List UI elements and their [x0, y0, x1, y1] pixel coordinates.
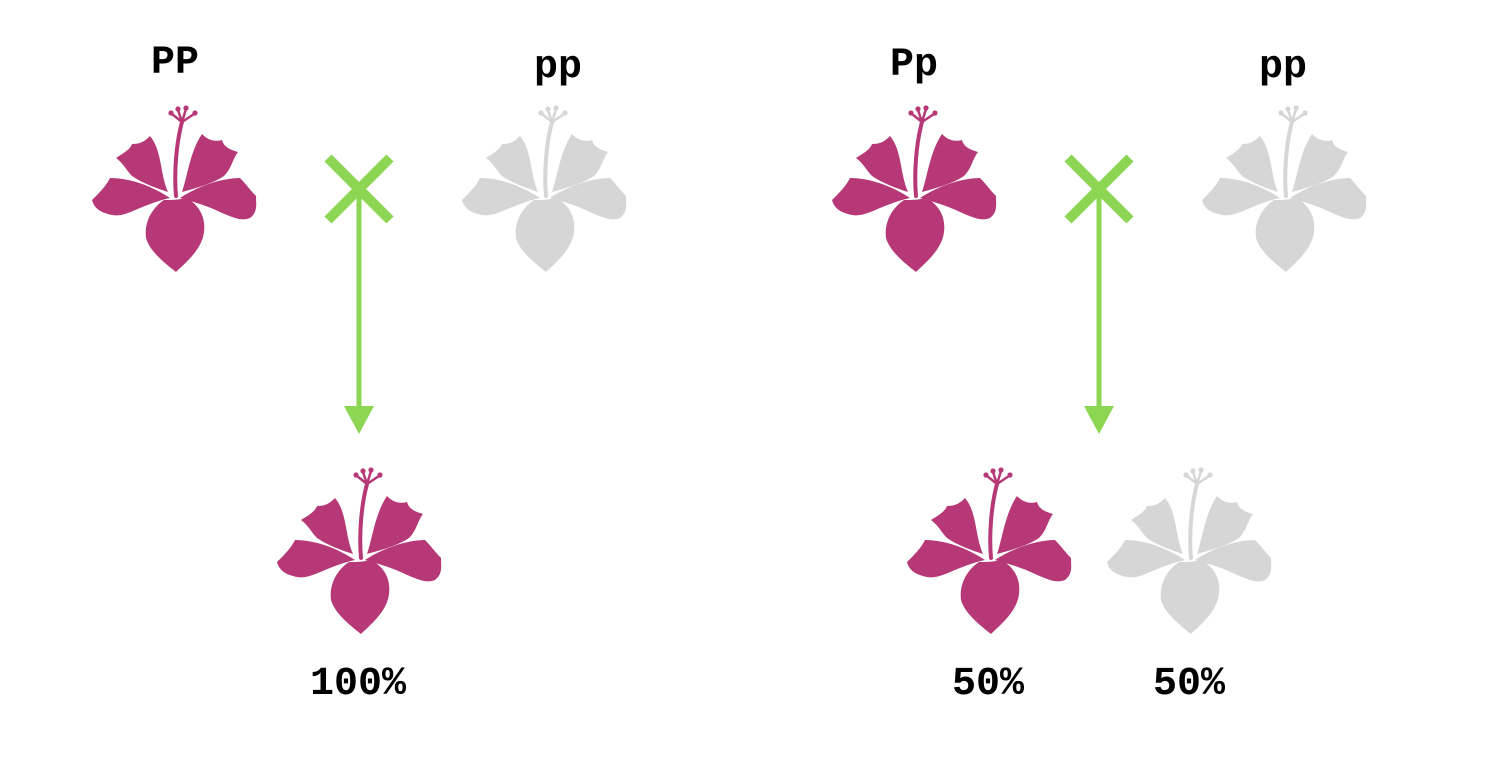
arrow-head-icon: [1084, 406, 1114, 434]
white-flower-icon: [460, 104, 630, 274]
offspring-purple-flower-icon: [275, 466, 445, 636]
cross-symbol-icon: [1064, 154, 1134, 224]
purple-flower-icon: [90, 104, 260, 274]
cross-arrow: [324, 154, 394, 434]
cross-arrow: [1064, 154, 1134, 434]
offspring-purple-flower-icon: [905, 466, 1075, 636]
parent1-genotype-label: PP: [150, 41, 200, 86]
parent1-genotype-label: Pp: [889, 43, 939, 88]
purple-flower-icon: [830, 104, 1000, 274]
arrow-head-icon: [344, 406, 374, 434]
cross-symbol-icon: [324, 154, 394, 224]
parent2-genotype-label: pp: [533, 45, 583, 90]
offspring-percent-label: 50%: [1152, 662, 1226, 707]
offspring-white-flower-icon: [1105, 466, 1275, 636]
offspring-percent-label: 100%: [309, 662, 407, 707]
white-flower-icon: [1200, 104, 1370, 274]
offspring-percent-label: 50%: [951, 662, 1025, 707]
parent2-genotype-label: pp: [1258, 45, 1308, 90]
